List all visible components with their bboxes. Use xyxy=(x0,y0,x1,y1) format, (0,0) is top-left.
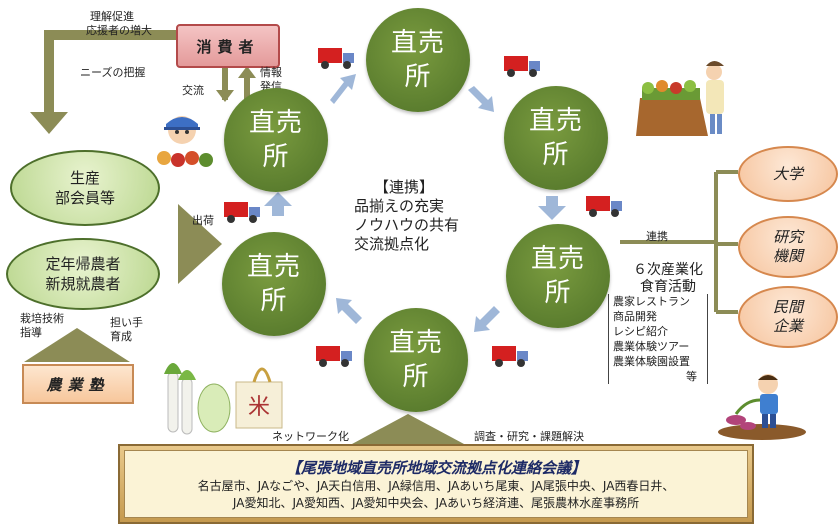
agriculture-school-label: 農業塾 xyxy=(46,375,110,394)
station-bottom: 直売 所 xyxy=(364,308,468,412)
station-label: 直売 xyxy=(388,328,443,358)
station-top-right: 直売 所 xyxy=(504,86,608,190)
partner-line-1: 民間 xyxy=(772,298,803,316)
council-box: 【尾張地域直売所地域交流拠点化連絡会議】 名古屋市、JAなごや、JA天白信用、J… xyxy=(118,444,754,524)
station-top: 直売 所 xyxy=(366,8,470,112)
shipping-label: 出荷 xyxy=(192,214,214,227)
station-label: 直売 xyxy=(390,28,445,58)
cooperation-summary: 【連携】 品揃えの充実 ノウハウの共有 交流拠点化 xyxy=(354,178,459,254)
partner-connector xyxy=(620,170,738,314)
activity-item: 商品開発 xyxy=(613,310,657,323)
shipping-triangle xyxy=(178,204,222,284)
child-harvest-illustration xyxy=(718,374,806,440)
partner-research: 研究 機関 xyxy=(738,216,838,278)
council-members-line-2: JA愛知北、JA愛知西、JA愛知中央会、JAあいち経済連、尾張農林水産事務所 xyxy=(232,495,640,510)
station-label: 所 xyxy=(402,362,430,392)
station-label: 所 xyxy=(544,278,572,308)
truck-icon xyxy=(492,346,528,367)
activities-list: 農家レストラン 商品開発 レシピ紹介 農業体験ツアー 農業体験園設置 等 xyxy=(608,294,708,384)
vegetables-rice-illustration: 米 xyxy=(164,363,283,435)
cultivation-label: 栽培技術 指導 xyxy=(20,312,64,340)
activity-item: レシピ紹介 xyxy=(613,325,668,338)
activity-item: 農家レストラン xyxy=(613,295,690,308)
partner-line-2: 企業 xyxy=(772,317,803,335)
council-members: 名古屋市、JAなごや、JA天白信用、JA緑信用、JAあいち尾東、JA尾張中央、J… xyxy=(198,478,675,512)
juku-triangle xyxy=(24,328,130,362)
understanding-line-1: 理解促進 xyxy=(90,10,134,23)
station-label: 所 xyxy=(262,142,290,172)
station-label: 直売 xyxy=(528,106,583,136)
successor-line-2: 育成 xyxy=(110,330,132,343)
partner-line-1: 研究 xyxy=(772,228,803,246)
partner-line-2: 機関 xyxy=(772,247,803,265)
partner-university: 大学 xyxy=(738,146,838,202)
activity-item: 等 xyxy=(686,370,697,383)
producers-line-2: 部会員等 xyxy=(54,189,115,207)
needs-label: ニーズの把握 xyxy=(80,66,146,79)
research-label: 調査・研究・課題解決 xyxy=(474,430,584,443)
cultivation-line-1: 栽培技術 xyxy=(20,312,64,325)
station-label: 直売 xyxy=(248,108,303,138)
activity-item: 農業体験園設置 xyxy=(613,355,690,368)
newcomers-line-2: 新規就農者 xyxy=(45,275,121,293)
cooperation-title: 【連携】 xyxy=(374,178,435,196)
station-bottom-right: 直売 所 xyxy=(506,224,610,328)
consumer-box: 消費者 xyxy=(176,24,280,68)
successor-line-1: 担い手 xyxy=(110,316,143,329)
farmer-illustration xyxy=(157,116,213,167)
cooperation-line-1: 品揃えの充実 xyxy=(354,197,445,215)
cooperation-line-3: 交流拠点化 xyxy=(354,235,430,253)
info-line-1: 情報 xyxy=(260,66,282,79)
truck-icon xyxy=(586,196,622,217)
agriculture-school-box: 農業塾 xyxy=(22,364,134,404)
newcomers-oval: 定年帰農者 新規就農者 xyxy=(6,238,160,310)
exchange-label: 交流 xyxy=(182,84,204,97)
station-label: 所 xyxy=(404,62,432,92)
producers-line-1: 生産 xyxy=(69,169,100,187)
rice-bag-glyph: 米 xyxy=(248,395,270,420)
understanding-label: 理解促進 応援者の増大 xyxy=(86,10,152,38)
station-label: 所 xyxy=(542,140,570,170)
partner-line-1: 大学 xyxy=(772,164,803,183)
partner-private: 民間 企業 xyxy=(738,286,838,348)
station-bottom-left: 直売 所 xyxy=(222,232,326,336)
station-label: 所 xyxy=(260,286,288,316)
consumer-label: 消費者 xyxy=(196,37,260,56)
successor-label: 担い手 育成 xyxy=(110,316,143,344)
station-label: 直売 xyxy=(246,252,301,282)
station-top-left: 直売 所 xyxy=(224,88,328,192)
network-triangle xyxy=(352,414,464,444)
producers-oval: 生産 部会員等 xyxy=(10,150,160,226)
cycle-arrows xyxy=(264,74,566,332)
cultivation-line-2: 指導 xyxy=(20,326,42,339)
activity-item: 農業体験ツアー xyxy=(613,340,690,353)
truck-icon xyxy=(504,56,540,77)
cooperation-line-2: ノウハウの共有 xyxy=(354,216,460,234)
exchange-arrows xyxy=(216,64,256,104)
vegetable-stand-illustration xyxy=(636,61,724,136)
newcomers-line-1: 定年帰農者 xyxy=(45,255,121,273)
council-members-line-1: 名古屋市、JAなごや、JA天白信用、JA緑信用、JAあいち尾東、JA尾張中央、J… xyxy=(197,478,675,493)
activities-heading-2: 食育活動 xyxy=(640,279,696,295)
understanding-line-2: 応援者の増大 xyxy=(86,24,152,37)
network-label: ネットワーク化 xyxy=(272,430,349,443)
truck-icon xyxy=(316,346,352,367)
truck-icon xyxy=(224,202,260,223)
council-title: 【尾張地域直売所地域交流拠点化連絡会議】 xyxy=(285,458,586,477)
activities-heading-1: ６次産業化 xyxy=(633,262,703,278)
station-label: 直売 xyxy=(530,244,585,274)
truck-icon xyxy=(318,48,354,69)
consumer-feedback-arrow xyxy=(30,30,178,134)
activities-heading: ６次産業化 食育活動 xyxy=(622,262,714,296)
cooperation-label: 連携 xyxy=(646,230,668,243)
council-inner: 【尾張地域直売所地域交流拠点化連絡会議】 名古屋市、JAなごや、JA天白信用、J… xyxy=(124,450,748,518)
